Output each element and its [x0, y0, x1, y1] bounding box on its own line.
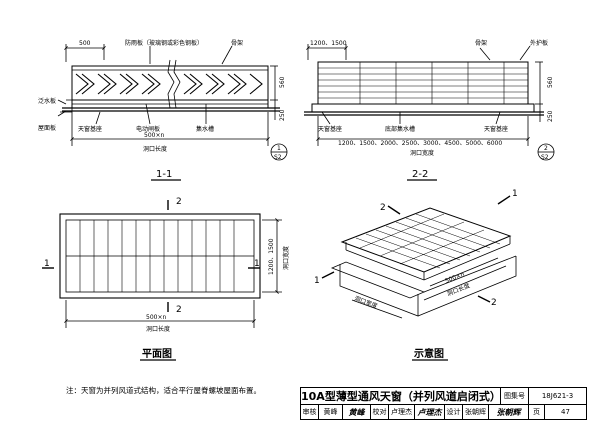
- page-number: 47: [561, 408, 570, 416]
- damper-label: 电动闸板: [136, 125, 160, 133]
- page-label: 页: [529, 405, 545, 419]
- section-1-title: 1-1: [156, 169, 172, 180]
- bottom-gutter-label: 底部集水槽: [385, 125, 415, 133]
- review-signature: 黄峰: [343, 405, 371, 419]
- plan-view: [42, 200, 282, 361]
- check-signature: 卢理杰: [415, 405, 445, 419]
- section-1-1: [57, 44, 288, 181]
- dim-500-label: 500: [79, 40, 91, 47]
- footnote: 注：天窗为并列风道式结构，适合平行屋脊螺坡屋面布置。: [66, 386, 261, 395]
- widths-label: 1200、1500、2000、2500、3000、4500、5000、6000: [338, 140, 502, 147]
- cover-plate-label: 防雨板（玻璃钢或彩色钢板）: [125, 39, 203, 47]
- base-label-2: 天窗基座: [318, 125, 342, 133]
- plan-slats: [79, 220, 235, 292]
- iso-opening-width: 洞口宽度: [353, 294, 378, 310]
- roof-panel-label: 屋面板: [38, 124, 56, 132]
- plan-cut-1-right: 1: [254, 259, 260, 269]
- base-label-1: 天窗基座: [78, 125, 102, 133]
- guard-plate-label: 外护板: [530, 39, 548, 47]
- iso-opening-length: 洞口长度: [446, 281, 471, 297]
- iso-cut-2-top: 2: [380, 203, 386, 213]
- design-label: 设计: [445, 405, 463, 419]
- opening-width-label: 洞口宽度: [410, 149, 434, 157]
- plan-opening-length: 洞口长度: [146, 325, 170, 333]
- louver-chevrons: [75, 73, 263, 95]
- frame-label-1: 骨架: [231, 39, 243, 47]
- section-2-title: 2-2: [412, 169, 428, 180]
- dim-560-label-a: 560: [279, 76, 286, 88]
- plan-title: 平面图: [142, 348, 172, 360]
- opening-length-label: 洞口长度: [143, 145, 167, 153]
- check-label: 校对: [371, 405, 389, 419]
- iso-cut-1-top: 1: [512, 189, 518, 199]
- atlas-number: 18J621-3: [529, 388, 586, 405]
- iso-dim-500n: 500×n: [444, 271, 466, 285]
- design-signature: 张朝辉: [489, 405, 529, 419]
- plan-dim-width: 1200、1500: [268, 238, 275, 275]
- plan-dim-500n: 500×n: [146, 314, 166, 321]
- ref-2-top: 2: [544, 145, 548, 152]
- flashing-label: 泛水板: [38, 97, 56, 105]
- iso-title: 示意图: [414, 347, 444, 360]
- iso-slats: [355, 213, 501, 269]
- frame-label-2: 骨架: [475, 39, 487, 47]
- dim-500n-label: 500×n: [144, 132, 164, 139]
- plan-opening-width: 洞口宽度: [282, 246, 290, 270]
- ref-1-bottom: S2: [274, 154, 282, 161]
- atlas-label: 图集号: [501, 388, 529, 405]
- check-name: 卢理杰: [389, 405, 415, 419]
- review-label: 审核: [301, 405, 319, 419]
- plan-cut-2-top: 2: [176, 197, 182, 207]
- review-name: 黄峰: [319, 405, 343, 419]
- isometric-view: [321, 195, 517, 361]
- gutter-label: 集水槽: [196, 125, 214, 133]
- iso-cut-2-bottom: 2: [491, 298, 497, 308]
- dim-560-label-b: 560: [547, 76, 554, 88]
- hood-slats: [318, 62, 528, 104]
- dim-250-label-b: 250: [547, 110, 554, 122]
- ref-2-bottom: S2: [541, 154, 549, 161]
- title-block: 10A型薄型通风天窗（并列风道启闭式） 图集号 18J621-3 审核 黄峰 黄…: [300, 387, 587, 420]
- drawing-title: 10A型薄型通风天窗（并列风道启闭式）: [301, 388, 501, 405]
- iso-cut-1-bottom: 1: [314, 276, 320, 286]
- base-label-3: 天窗基座: [484, 125, 508, 133]
- design-name: 张朝辉: [463, 405, 489, 419]
- ref-1-top: 1: [277, 145, 281, 152]
- plan-cut-2-bottom: 2: [176, 305, 182, 315]
- section-2-2: [304, 44, 555, 181]
- dim-250-label-a: 250: [279, 109, 286, 121]
- dim-1200-1500-label: 1200、1500: [310, 40, 347, 47]
- plan-cut-1-left: 1: [44, 259, 50, 269]
